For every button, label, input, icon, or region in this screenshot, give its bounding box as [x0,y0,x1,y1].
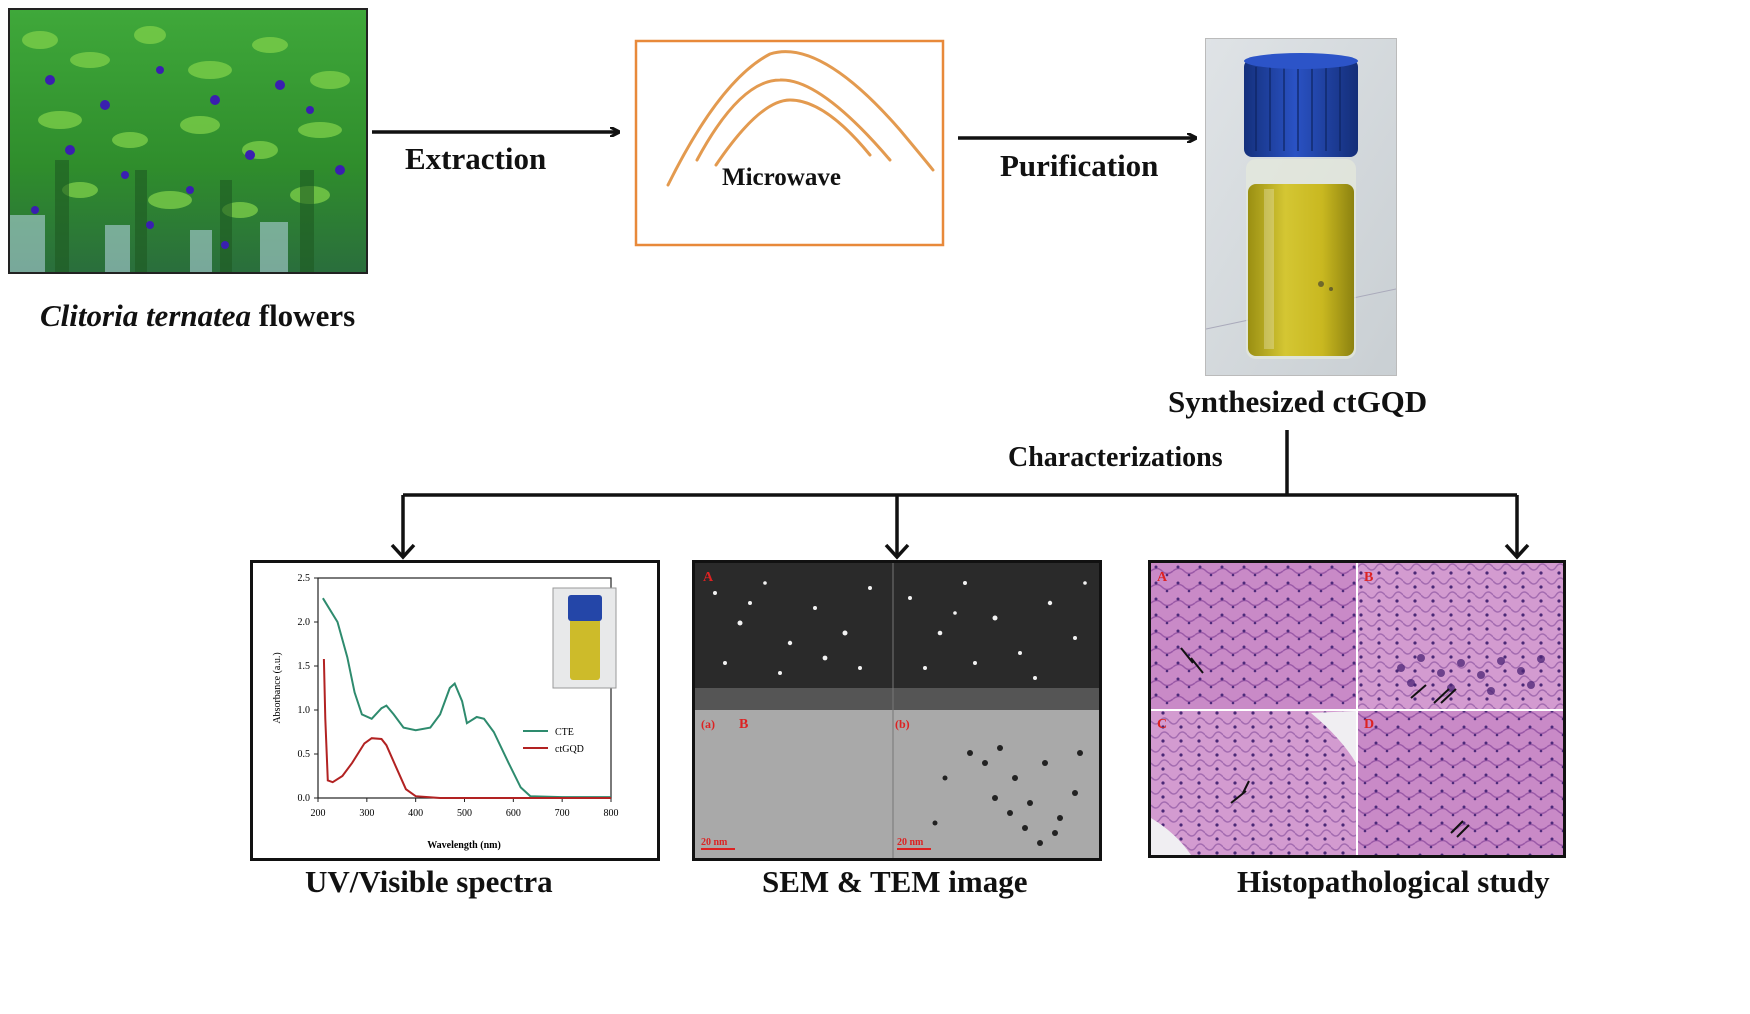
tem-tag-a: (a) [701,717,715,731]
scale-bar-left: 20 nm [701,837,728,848]
x-tick-label: 200 [311,808,326,819]
tem-tag-b: B [739,717,748,732]
flow-connectors [372,39,1530,560]
series-line-cte [322,597,611,799]
histo-tag-4: D [1364,717,1374,732]
x-tick-label: 400 [408,808,423,819]
plant-photo [8,8,368,274]
y-tick-label: 0.0 [298,793,311,804]
sem-tem-image: A (a) B (b) 20 nm 20 nm [695,563,1099,858]
characterizations-label: Characterizations [1008,442,1223,473]
sem-tag-a: A [703,570,714,585]
synthesized-label: Synthesized ctGQD [1168,384,1428,419]
inset-vial-photo [552,587,617,689]
microwave-wave-icon [666,50,935,187]
vial-photo [1205,38,1397,376]
plant-caption-rest: flowers [251,298,356,333]
microwave-box [634,39,945,247]
histo-arrow-icons [1180,647,1470,838]
extraction-label: Extraction [405,141,547,176]
x-tick-label: 300 [359,808,374,819]
scale-bar-right: 20 nm [897,837,924,848]
purification-label: Purification [1000,148,1159,183]
y-tick-label: 1.5 [298,661,311,672]
sem-tem-panel: A (a) B (b) 20 nm 20 nm [692,560,1102,861]
y-tick-label: 2.0 [298,617,311,628]
histo-panel: A B C D [1148,560,1566,858]
x-tick-label: 800 [604,808,619,819]
histo-tag-1: A [1157,570,1168,585]
uv-caption: UV/Visible spectra [305,864,553,899]
histo-tag-2: B [1364,570,1373,585]
uv-chart-panel: 200 300 400 500 600 700 800 0.0 0.5 1.0 1.5 2.0 2.5… [250,560,660,861]
characterization-tree [390,430,1530,560]
plant-caption: Clitoria ternatea flowers [40,298,355,334]
histo-image: A B C D [1151,563,1563,855]
x-tick-label: 600 [506,808,521,819]
legend-label: ctGQD [555,744,584,755]
legend-label: CTE [555,727,574,738]
y-tick-label: 2.5 [298,573,311,584]
plant-caption-italic: Clitoria ternatea [40,298,251,333]
histo-caption: Histopathological study [1237,864,1550,899]
y-tick-label: 0.5 [298,749,311,760]
y-tick-label: 1.0 [298,705,311,716]
microwave-label: Microwave [722,164,841,191]
plant-image [10,10,366,272]
series-line-ctgqd [322,658,611,799]
x-tick-label: 700 [555,808,570,819]
histo-tag-3: C [1157,717,1167,732]
x-tick-label: 500 [457,808,472,819]
sem-caption: SEM & TEM image [762,864,1028,899]
vial-image [1206,39,1396,375]
uv-chart: 200 300 400 500 600 700 800 0.0 0.5 1.0 1.5 2.0 2.5… [272,573,619,851]
x-axis-label: Wavelength (nm) [427,840,501,851]
y-axis-label: Absorbance (a.u.) [272,652,283,723]
tem-tag-b-small: (b) [895,717,910,731]
